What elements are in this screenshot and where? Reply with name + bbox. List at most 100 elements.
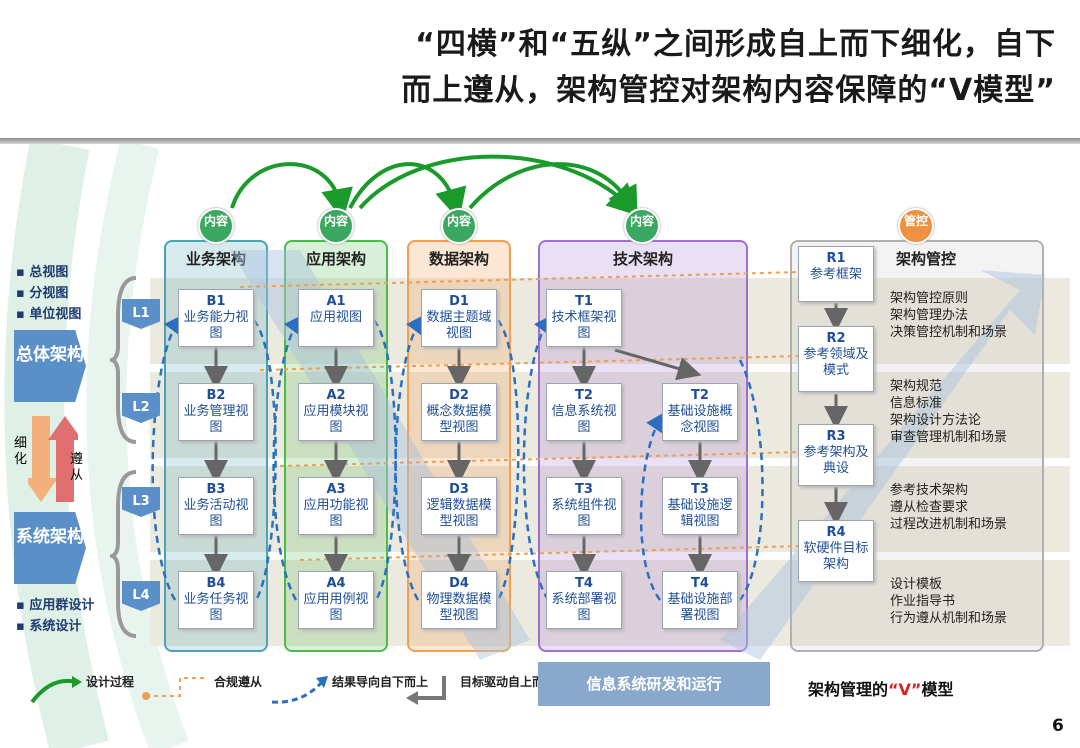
node-t3-system-id: T3: [575, 482, 593, 497]
node-t3-infra-label: 基础设施逻辑视图: [667, 498, 733, 529]
node-b2-label: 业务管理视图: [183, 404, 249, 435]
design-item-1-label: 应用群设计: [29, 598, 95, 613]
legend-design-label: 设计过程: [86, 675, 135, 689]
control-text-1-2: 架构管理办法: [890, 308, 969, 323]
page-title: “四横”和“五纵”之间形成自上而下细化，自下 而上遵从，架构管控对架构内容保障的…: [401, 22, 1056, 114]
badge-control: 管控: [898, 208, 934, 244]
node-b2-id: B2: [206, 388, 226, 403]
node-b3-label: 业务活动视图: [183, 498, 249, 529]
node-a4-id: A4: [326, 576, 346, 591]
badge-content-business: 内容: [198, 208, 234, 244]
design-item-1: ▪ 应用群设计: [16, 598, 95, 613]
legend-compliance-icon: [142, 677, 204, 700]
refine-comply-arrows: [28, 416, 78, 502]
view-item-2: ▪ 分视图: [16, 286, 69, 301]
view-item-2-label: 分视图: [29, 286, 69, 301]
badge-content-application: 内容: [318, 208, 354, 244]
view-item-1: ▪ 总视图: [16, 265, 69, 280]
node-r2-label: 参考领域及模式: [803, 347, 869, 378]
column-title-data: 数据架构: [428, 250, 489, 268]
node-d4-label: 物理数据模型视图: [426, 592, 492, 623]
legend-compliance-label: 合规遵从: [214, 675, 263, 689]
node-d3-id: D3: [449, 482, 469, 497]
control-text-2-1: 架构规范: [890, 379, 943, 394]
control-text-1-3: 决策管控机制和场景: [890, 325, 1008, 340]
node-a2-id: A2: [326, 388, 346, 403]
column-title-control: 架构管控: [895, 250, 956, 268]
control-text-group-2: 架构规范 信息标准 架构设计方法论 审查管理机制和场景: [890, 378, 1007, 446]
design-item-2-label: 系统设计: [29, 619, 82, 634]
control-text-4-1: 设计模板: [890, 577, 943, 592]
node-d4-id: D4: [449, 576, 469, 591]
node-r2-id: R2: [826, 331, 846, 346]
v-model-caption-prefix: 架构管理的: [808, 680, 889, 699]
node-a1-id: A1: [326, 294, 346, 309]
view-item-3: ▪ 单位视图: [16, 307, 82, 322]
control-text-1-1: 架构管控原则: [890, 291, 969, 306]
node-b1-id: B1: [206, 294, 226, 309]
node-t4-system-label: 系统部署视图: [551, 592, 617, 623]
node-t2-infra-label: 基础设施概念视图: [667, 404, 733, 435]
node-a1-label: 应用视图: [309, 310, 362, 325]
node-t2-system-id: T2: [575, 388, 593, 403]
node-b3-id: B3: [206, 482, 226, 497]
v-model-caption-suffix: 模型: [921, 680, 954, 699]
column-title-application: 应用架构: [305, 250, 366, 268]
bottom-view-list: ▪ 应用群设计 ▪ 系统设计: [16, 595, 94, 637]
node-t4-system-id: T4: [575, 576, 593, 591]
node-t3-infra-id: T3: [691, 482, 709, 497]
node-r1-id: R1: [826, 251, 846, 266]
node-t1-label: 技术框架视图: [551, 310, 617, 341]
column-title-technology: 技术架构: [612, 250, 673, 268]
control-text-4-2: 作业指导书: [890, 594, 956, 609]
comply-label: 遵从: [70, 452, 84, 483]
node-t4-infra-label: 基础设施部署视图: [667, 592, 733, 623]
legend-design-icon: [30, 676, 82, 704]
node-d2-id: D2: [449, 388, 469, 403]
node-b1-label: 业务能力视图: [183, 310, 249, 341]
node-b4-label: 业务任务视图: [183, 592, 249, 623]
title-divider: [0, 138, 1080, 144]
node-a3-id: A3: [326, 482, 346, 497]
overall-architecture-box: 总体架构: [14, 330, 86, 402]
system-architecture-box: 系统架构: [14, 512, 86, 584]
title-line-1: “四横”和“五纵”之间形成自上而下细化，自下: [415, 27, 1056, 62]
node-t4-infra-id: T4: [691, 576, 709, 591]
page-number: 6: [1052, 716, 1064, 736]
control-text-3-2: 遵从检查要求: [890, 500, 969, 515]
node-d1-label: 数据主题域视图: [426, 310, 492, 341]
view-item-1-label: 总视图: [29, 265, 69, 280]
control-text-2-4: 审查管理机制和场景: [890, 430, 1008, 445]
control-text-group-3: 参考技术架构 遵从检查要求 过程改进机制和场景: [890, 482, 1007, 533]
node-t2-system-label: 信息系统视图: [551, 404, 617, 435]
top-view-list: ▪ 总视图 ▪ 分视图 ▪ 单位视图: [16, 262, 81, 325]
legend-result-icon: [271, 676, 328, 704]
node-r4-id: R4: [826, 525, 846, 540]
legend-result-label: 结果导向自下而上: [332, 675, 429, 689]
node-r1-label: 参考框架: [809, 267, 862, 282]
